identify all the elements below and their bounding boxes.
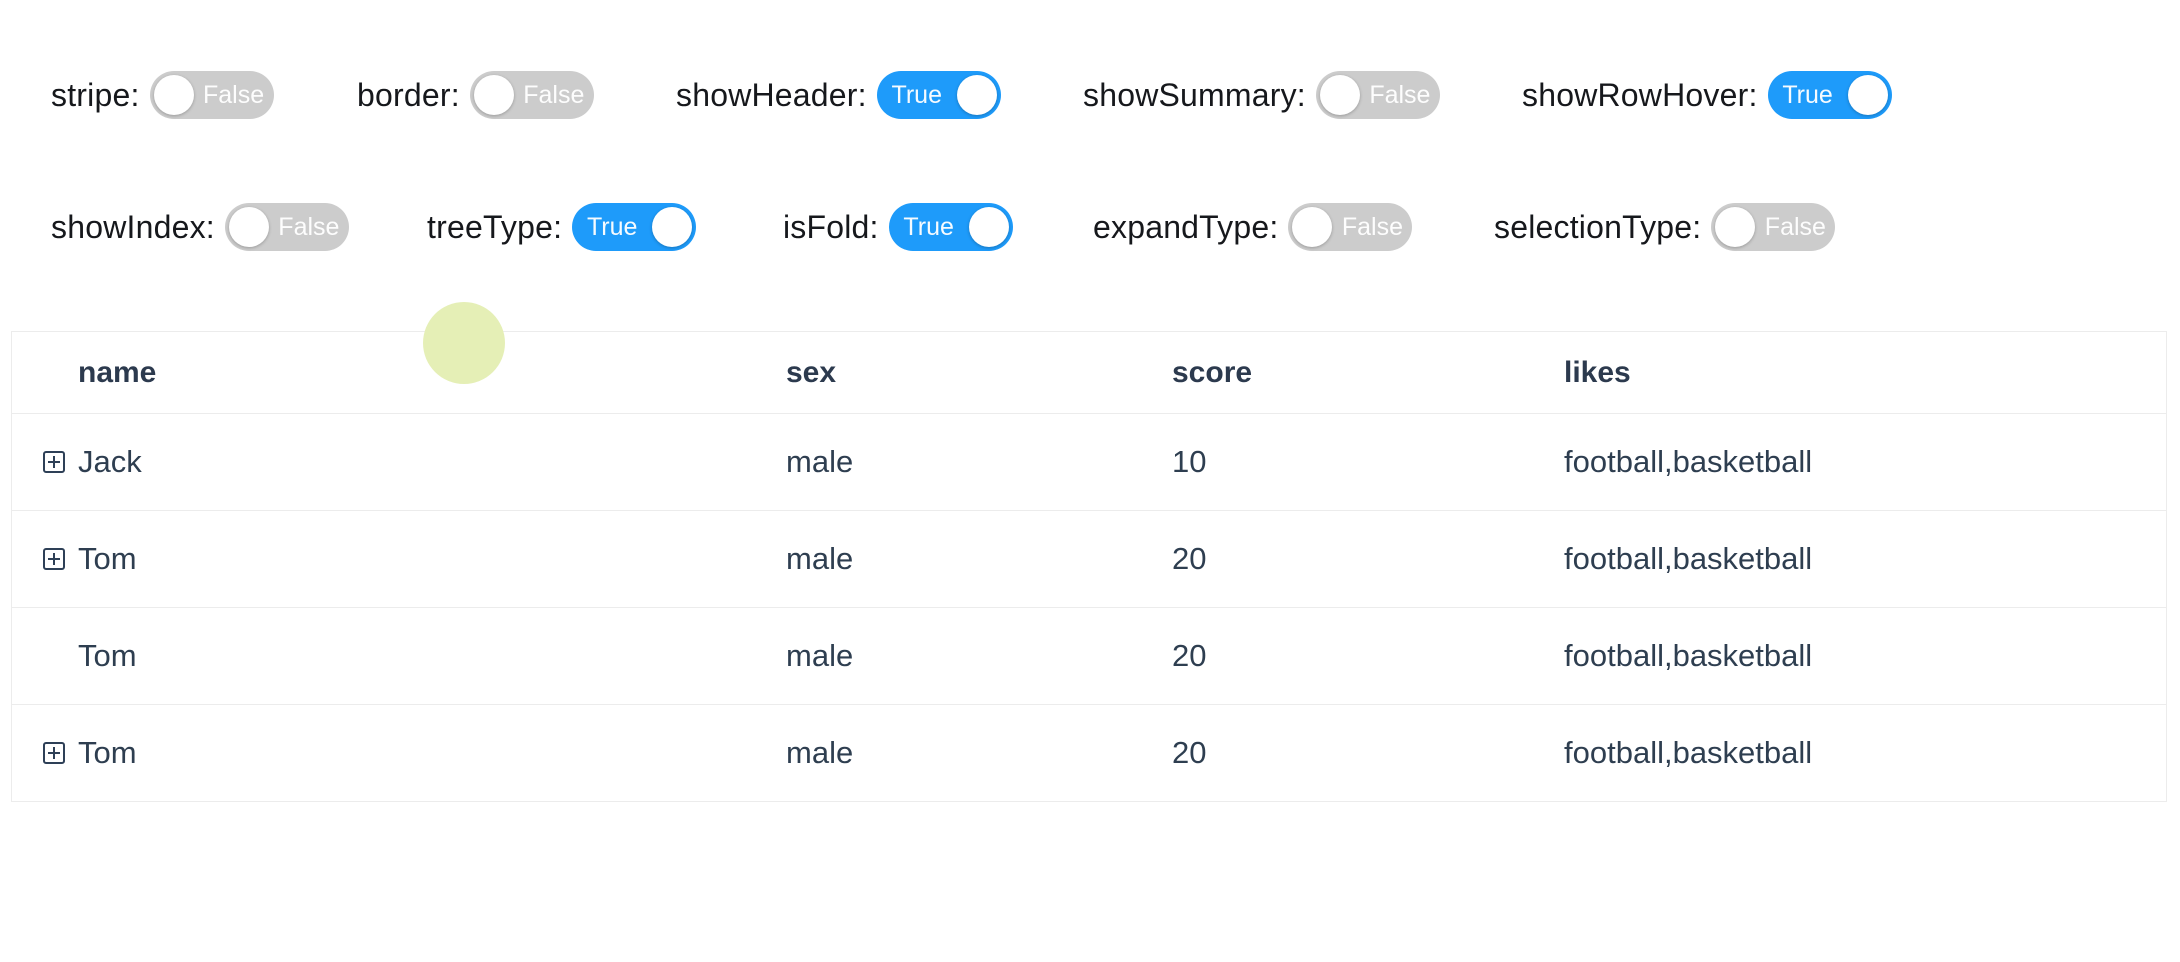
showSummary-switch-knob[interactable] <box>1319 75 1360 115</box>
showRowHover-switch-knob[interactable] <box>1847 75 1888 115</box>
cell-name: Tom <box>12 638 758 674</box>
showHeader-switch-state-label: True <box>891 80 942 109</box>
table-row[interactable]: Tom male 20 football,basketball <box>12 705 2166 801</box>
cell-likes: football,basketball <box>1564 638 1813 673</box>
stripe-switch[interactable]: False <box>149 71 274 119</box>
toggle-group-treeType: treeType: True <box>427 203 697 251</box>
isFold-switch[interactable]: True <box>888 203 1013 251</box>
cell-name-text: Tom <box>78 735 137 770</box>
showSummary-switch[interactable]: False <box>1315 71 1440 119</box>
border-switch[interactable]: False <box>469 71 594 119</box>
cell-name: Tom <box>12 735 758 771</box>
column-header-sex: sex <box>786 355 837 389</box>
plus-vertical-bar <box>53 553 55 565</box>
cell-sex: male <box>786 541 854 576</box>
showHeader-switch-knob[interactable] <box>956 75 997 115</box>
cell-sex: male <box>786 638 854 673</box>
toggle-group-border: border: False <box>357 71 594 119</box>
toggle-label-border: border: <box>357 76 460 113</box>
toggle-group-showHeader: showHeader: True <box>676 71 1001 119</box>
table-row[interactable]: Tom male 20 football,basketball <box>12 511 2166 608</box>
data-table: name sex score likes Jack male 10 football,bas… <box>11 331 2167 802</box>
cell-sex: male <box>786 735 854 770</box>
cell-score: 20 <box>1172 638 1207 673</box>
table-row[interactable]: Tom male 20 football,basketball <box>12 608 2166 705</box>
toggle-group-showRowHover: showRowHover: True <box>1522 71 1892 119</box>
toggle-group-expandType: expandType: False <box>1093 203 1413 251</box>
cell-likes: football,basketball <box>1564 444 1813 479</box>
column-header-score: score <box>1172 355 1253 389</box>
selectionType-switch[interactable]: False <box>1711 203 1836 251</box>
column-header-name: name <box>78 355 157 389</box>
treeType-switch-state-label: True <box>586 212 638 241</box>
cell-likes: football,basketball <box>1564 735 1813 770</box>
border-switch-state-label: False <box>523 80 585 109</box>
selectionType-switch-state-label: False <box>1764 212 1826 241</box>
stripe-switch-knob[interactable] <box>153 75 194 115</box>
expand-row-icon[interactable] <box>43 548 65 570</box>
toggle-group-showIndex: showIndex: False <box>51 203 349 251</box>
showHeader-switch[interactable]: True <box>876 71 1001 119</box>
cell-score: 20 <box>1172 735 1207 770</box>
toggle-group-showSummary: showSummary: False <box>1083 71 1440 119</box>
toggle-group-stripe: stripe: False <box>51 71 274 119</box>
showIndex-switch[interactable]: False <box>224 203 349 251</box>
selectionType-switch-knob[interactable] <box>1715 207 1756 247</box>
cell-sex: male <box>786 444 854 479</box>
treeType-switch[interactable]: True <box>572 203 697 251</box>
expandType-switch[interactable]: False <box>1288 203 1413 251</box>
showRowHover-switch[interactable]: True <box>1767 71 1892 119</box>
cell-name: Jack <box>12 444 758 480</box>
isFold-switch-knob[interactable] <box>968 207 1009 247</box>
cell-name-text: Tom <box>78 541 137 576</box>
cell-name-text: Tom <box>78 638 137 673</box>
toggle-label-expandType: expandType: <box>1093 208 1279 245</box>
click-ripple-indicator <box>423 302 505 384</box>
showIndex-switch-knob[interactable] <box>228 207 269 247</box>
cell-name: Tom <box>12 541 758 577</box>
toggle-label-treeType: treeType: <box>427 208 563 245</box>
showIndex-switch-state-label: False <box>278 212 340 241</box>
plus-vertical-bar <box>53 747 55 759</box>
toggle-label-showRowHover: showRowHover: <box>1522 76 1758 113</box>
table-header-row: name sex score likes <box>12 332 2166 414</box>
toggle-label-showHeader: showHeader: <box>676 76 867 113</box>
expandType-switch-knob[interactable] <box>1292 207 1333 247</box>
toggle-label-isFold: isFold: <box>783 208 879 245</box>
plus-vertical-bar <box>53 456 55 468</box>
stripe-switch-state-label: False <box>202 80 265 109</box>
expand-row-icon[interactable] <box>43 742 65 764</box>
expand-row-icon[interactable] <box>43 451 65 473</box>
border-switch-knob[interactable] <box>473 75 514 115</box>
toggle-label-stripe: stripe: <box>51 76 140 113</box>
toggle-label-showIndex: showIndex: <box>51 208 215 245</box>
toggle-label-showSummary: showSummary: <box>1083 76 1306 113</box>
toggle-row-2: showIndex: False treeType: True isFold: True e… <box>0 203 2180 251</box>
treeType-switch-knob[interactable] <box>652 207 693 247</box>
cell-score: 10 <box>1172 444 1207 479</box>
toggle-label-selectionType: selectionType: <box>1494 208 1702 245</box>
toggle-group-selectionType: selectionType: False <box>1494 203 1836 251</box>
cell-name-text: Jack <box>78 444 142 479</box>
cell-likes: football,basketball <box>1564 541 1813 576</box>
cell-score: 20 <box>1172 541 1207 576</box>
showRowHover-switch-state-label: True <box>1782 80 1833 109</box>
showSummary-switch-state-label: False <box>1369 80 1431 109</box>
toggle-group-isFold: isFold: True <box>783 203 1013 251</box>
column-header-likes: likes <box>1564 355 1631 389</box>
isFold-switch-state-label: True <box>903 212 954 241</box>
expandType-switch-state-label: False <box>1341 212 1404 241</box>
table-row[interactable]: Jack male 10 football,basketball <box>12 414 2166 511</box>
